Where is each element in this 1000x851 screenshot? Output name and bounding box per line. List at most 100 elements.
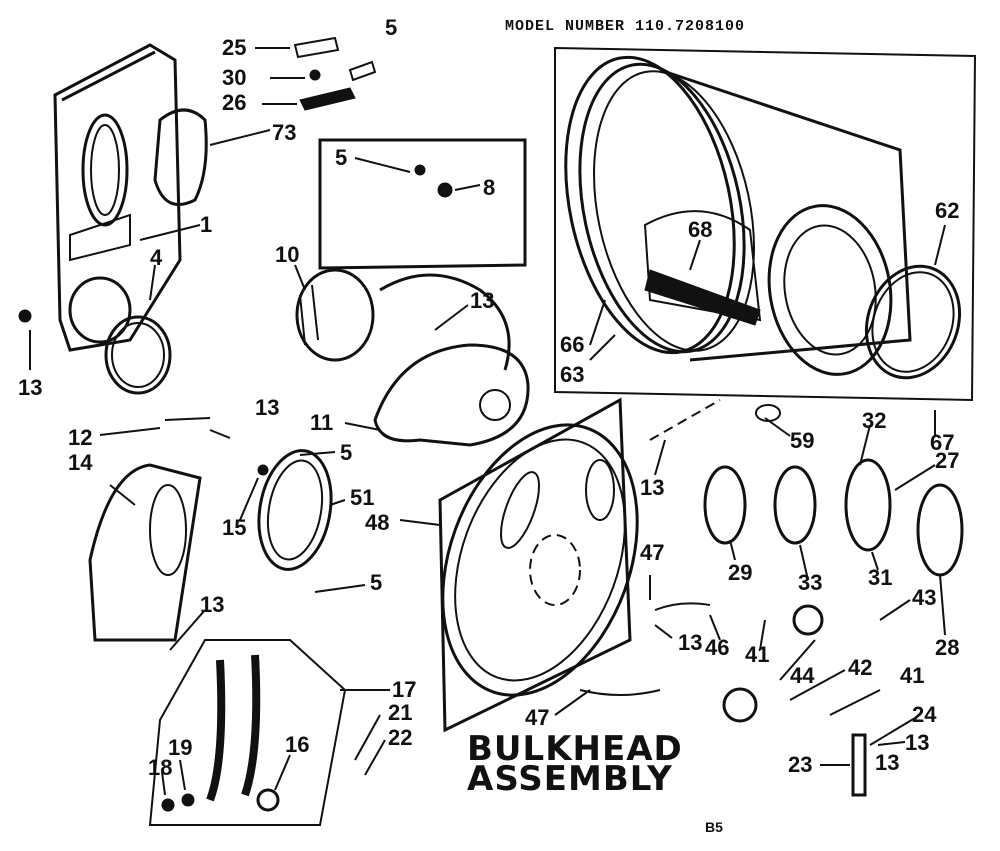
part-5-clip: [348, 60, 377, 82]
callout-11: 11: [310, 410, 333, 435]
callout-59: 59: [790, 428, 814, 453]
callout-66: 66: [560, 332, 584, 357]
callout-13e: 13: [640, 475, 664, 500]
callout-25: 25: [222, 35, 246, 60]
callout-31: 31: [868, 565, 892, 590]
callout-1: 1: [200, 212, 212, 237]
callout-26: 26: [222, 90, 246, 115]
callout-16: 16: [285, 732, 309, 757]
bracket-23: [851, 733, 867, 797]
duct-opening: [149, 484, 187, 576]
callout-5c: 5: [340, 440, 352, 465]
leader-lines: [29, 47, 946, 796]
screw-13: [18, 309, 32, 323]
part-12: [164, 417, 211, 421]
callout-5d: 5: [370, 570, 382, 595]
callout-12: 12: [68, 425, 92, 450]
callout-23: 23: [788, 752, 812, 777]
callout-5a: 5: [385, 15, 397, 40]
drum-frame: [554, 46, 977, 402]
part-25: [293, 36, 340, 59]
callout-15: 15: [222, 515, 246, 540]
callout-13d: 13: [200, 592, 224, 617]
callout-14: 14: [68, 450, 93, 475]
callout-33: 33: [798, 570, 822, 595]
callout-8: 8: [483, 175, 495, 200]
callout-24: 24: [912, 702, 937, 727]
exhaust-duct: [88, 463, 202, 642]
callout-67: 67: [930, 430, 954, 455]
drum: [564, 55, 912, 376]
callout-13h: 13: [875, 750, 899, 775]
title-line2: ASSEMBLY: [467, 759, 673, 799]
inset-nut: [437, 182, 453, 198]
callout-13b: 13: [470, 288, 494, 313]
callout-32: 32: [862, 408, 886, 433]
callout-44: 44: [790, 663, 815, 688]
callout-51: 51: [350, 485, 374, 510]
screw-15: [257, 464, 269, 476]
guide-line: [649, 399, 721, 441]
idler-44b: [722, 687, 758, 723]
callout-4: 4: [150, 245, 163, 270]
heater-coil-b: [241, 654, 261, 797]
callout-30: 30: [222, 65, 246, 90]
felt-ring-inner: [111, 322, 165, 388]
callout-22: 22: [388, 725, 412, 750]
callout-43: 43: [912, 585, 936, 610]
callout-48: 48: [365, 510, 389, 535]
drum-seal-inner: [871, 271, 955, 373]
callout-47a: 47: [640, 540, 664, 565]
part-19: [181, 793, 195, 807]
callout-10: 10: [275, 242, 299, 267]
heater-frame: [148, 639, 347, 826]
bearing-33: [773, 465, 817, 545]
callout-42: 42: [848, 655, 872, 680]
callout-17: 17: [392, 677, 416, 702]
part-26: [299, 87, 356, 111]
model-number: MODEL NUMBER 110.7208100: [505, 18, 745, 35]
part-30: [309, 69, 321, 81]
drum-seal: [864, 264, 962, 380]
callout-19: 19: [168, 735, 192, 760]
callout-18: 18: [148, 755, 172, 780]
front-panel: [53, 43, 182, 352]
callout-47b: 47: [525, 705, 549, 730]
callout-21: 21: [388, 700, 412, 725]
callout-73: 73: [272, 120, 296, 145]
bearing-29: [703, 465, 747, 545]
bulkhead-plate: [438, 397, 639, 733]
callout-41a: 41: [745, 642, 769, 667]
callout-5b: 5: [335, 145, 347, 170]
callout-46: 46: [705, 635, 729, 660]
callout-27: 27: [935, 448, 959, 473]
part-16: [256, 788, 280, 812]
callout-28: 28: [935, 635, 959, 660]
callout-13g: 13: [905, 730, 929, 755]
callout-63: 63: [560, 362, 584, 387]
heater-coil-a: [206, 659, 226, 802]
lint-filter: [257, 449, 333, 571]
blower-wheel: [295, 268, 375, 362]
ring-59: [755, 404, 781, 422]
callout-68: 68: [688, 217, 712, 242]
door-gasket: [153, 108, 208, 206]
inset-box: [318, 138, 527, 270]
cover-28: [916, 483, 964, 577]
callout-13c: 13: [255, 395, 279, 420]
callout-13f: 13: [678, 630, 702, 655]
pulley-31: [844, 458, 892, 552]
blower-housing: [373, 343, 530, 447]
callout-41b: 41: [900, 663, 924, 688]
callout-29: 29: [728, 560, 752, 585]
inset-screw: [414, 164, 426, 176]
title-line1: BULKHEAD: [467, 729, 683, 769]
callout-62: 62: [935, 198, 959, 223]
callout-labels: 25 5 30 26 73 1 4 13 5 8 10 13 68 62 66 …: [18, 15, 959, 780]
part-18: [161, 798, 175, 812]
callout-13a: 13: [18, 375, 42, 400]
belt: [379, 273, 511, 371]
felt-ring: [104, 315, 172, 395]
